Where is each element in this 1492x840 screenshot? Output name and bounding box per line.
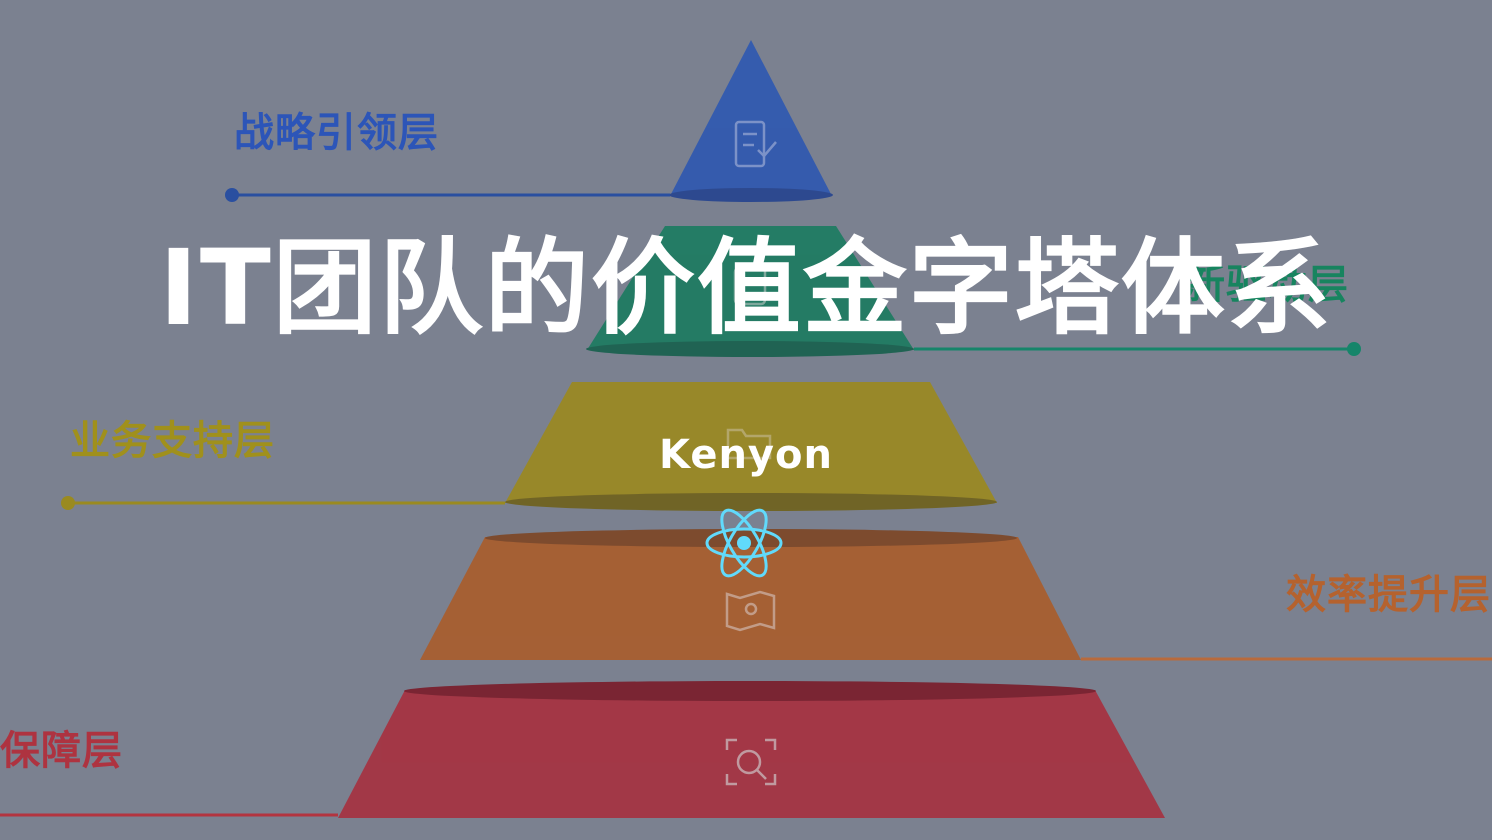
layer-label-innovation: 新驱动层 — [1185, 262, 1349, 308]
pyramid-layer-innovation — [586, 226, 914, 357]
layer-label-efficiency: 效率提升层 — [1286, 572, 1491, 618]
map-pin-icon — [725, 590, 776, 632]
pyramid-layer-guarantee — [338, 681, 1165, 818]
document-check-icon — [734, 120, 777, 168]
search-frame-icon — [725, 738, 777, 786]
layer-label-strategic: 战略引领层 — [234, 110, 439, 156]
author-name: Kenyon — [659, 432, 833, 478]
pyramid-layer-strategic — [669, 40, 833, 202]
connector-innovation — [914, 342, 1361, 356]
lightbulb-icon — [733, 266, 767, 306]
connector-support — [61, 496, 505, 510]
pyramid-layer-support — [505, 382, 997, 511]
folder-icon — [726, 428, 772, 460]
layer-label-guarantee: 保障层 — [0, 728, 123, 774]
layer-label-support: 业务支持层 — [70, 418, 275, 464]
connector-strategic — [225, 188, 670, 202]
pyramid-layer-efficiency — [420, 529, 1081, 660]
page-title: IT团队的价值金字塔体系 — [159, 227, 1333, 349]
react-atom-icon — [705, 508, 783, 578]
